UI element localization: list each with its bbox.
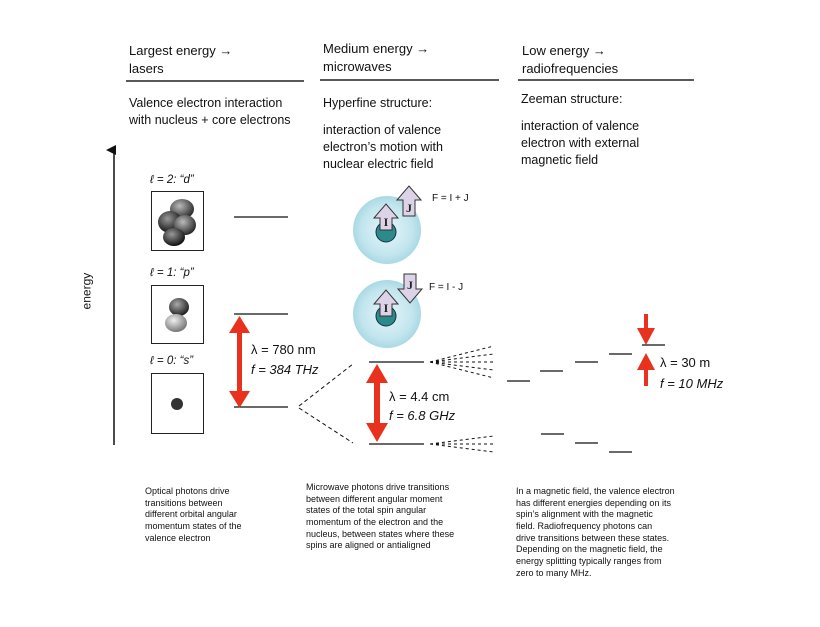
orbital-label-p: ℓ = 1: “p” [150,267,194,279]
optical-wavelength: λ = 780 nm [251,342,316,357]
zeeman-title: Zeeman structure: [521,92,623,106]
nuclear-spin-vector-upper [372,203,400,231]
electron-spin-letter-lower: J [407,278,413,292]
orbital-s-image [151,373,204,434]
hyperfine-description: interaction of valence electron’s motion… [323,123,443,171]
zeeman-levels-upper [507,344,665,382]
zeeman-fan-lower [429,435,495,453]
electron-spin-vector-lower [396,273,424,304]
column-heading-radiofrequencies: Low energy → radiofrequencies [522,43,619,76]
nuclear-spin-vector-lower [372,289,400,317]
column-heading-lasers: Largest energy → lasers [129,43,233,76]
nuclear-spin-letter-upper: I [384,215,389,229]
fine-structure-description: Valence electron interaction with nucleu… [129,96,291,127]
hyperfine-frequency: f = 6.8 GHz [389,408,456,423]
zeeman-levels-lower [541,433,632,453]
hyperfine-transition-arrow [366,364,388,442]
optical-frequency: f = 384 THz [251,362,319,377]
hyperfine-split-lower [298,407,354,444]
s-orbital-shape [171,398,183,410]
microwave-caption: Microwave photons drive transitions betw… [306,482,455,551]
atom-antialigned-spins: I J [353,273,424,348]
optical-transition-arrow [229,316,250,408]
orbital-p-image [151,285,204,344]
d-orbital-shape [158,199,196,246]
hyperfine-title: Hyperfine structure: [323,96,433,110]
spin-state-aligned-label: F = I + J [432,193,469,204]
zeeman-fan-upper [429,345,495,379]
radiofrequency-caption: In a magnetic field, the valence electro… [516,486,675,578]
column-heading-microwaves: Medium energy → microwaves [323,41,430,74]
optical-caption: Optical photons drive transitions betwee… [145,486,242,543]
electron-spin-vector-upper [395,185,423,217]
zeeman-frequency: f = 10 MHz [660,376,724,391]
orbital-label-d: ℓ = 2: “d” [150,174,194,186]
nuclear-spin-letter-lower: I [384,301,389,315]
zeeman-description: interaction of valence electron with ext… [521,119,640,167]
orbital-label-s: ℓ = 0: “s” [150,355,194,367]
zeeman-transition-arrows [637,314,655,386]
hyperfine-split-upper [298,363,354,407]
orbital-d-image [151,191,204,251]
hyperfine-wavelength: λ = 4.4 cm [389,389,450,404]
zeeman-wavelength: λ = 30 m [660,355,711,370]
electron-spin-letter-upper: J [406,201,412,215]
p-orbital-shape [165,298,189,332]
spin-state-antialigned-label: F = I - J [429,282,464,293]
atom-aligned-spins: I J [353,185,423,264]
